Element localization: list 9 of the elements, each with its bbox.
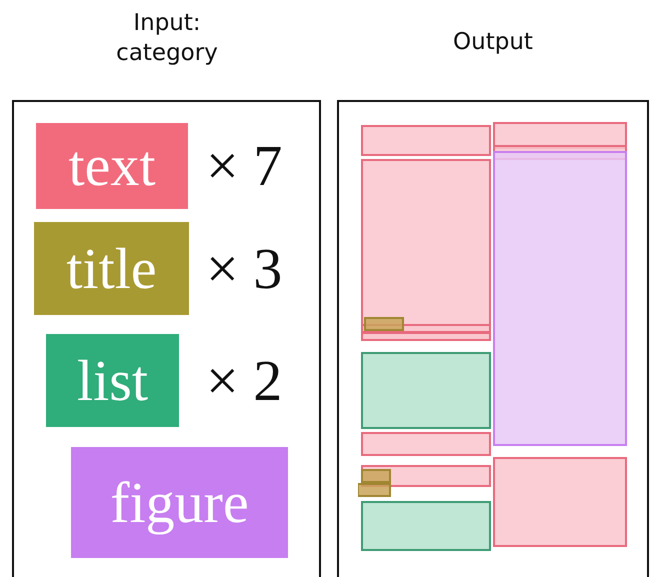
category-tag: text [36, 123, 188, 209]
category-tag: title [34, 222, 189, 315]
count-label: × 2 [206, 352, 282, 410]
count-label: × 7 [206, 137, 282, 195]
category-tag: list [46, 334, 179, 427]
category-tag: figure [71, 447, 288, 558]
panel-heading: Output [452, 28, 534, 57]
count-label: × 3 [206, 240, 282, 298]
panel-heading: Input: category [115, 9, 219, 68]
